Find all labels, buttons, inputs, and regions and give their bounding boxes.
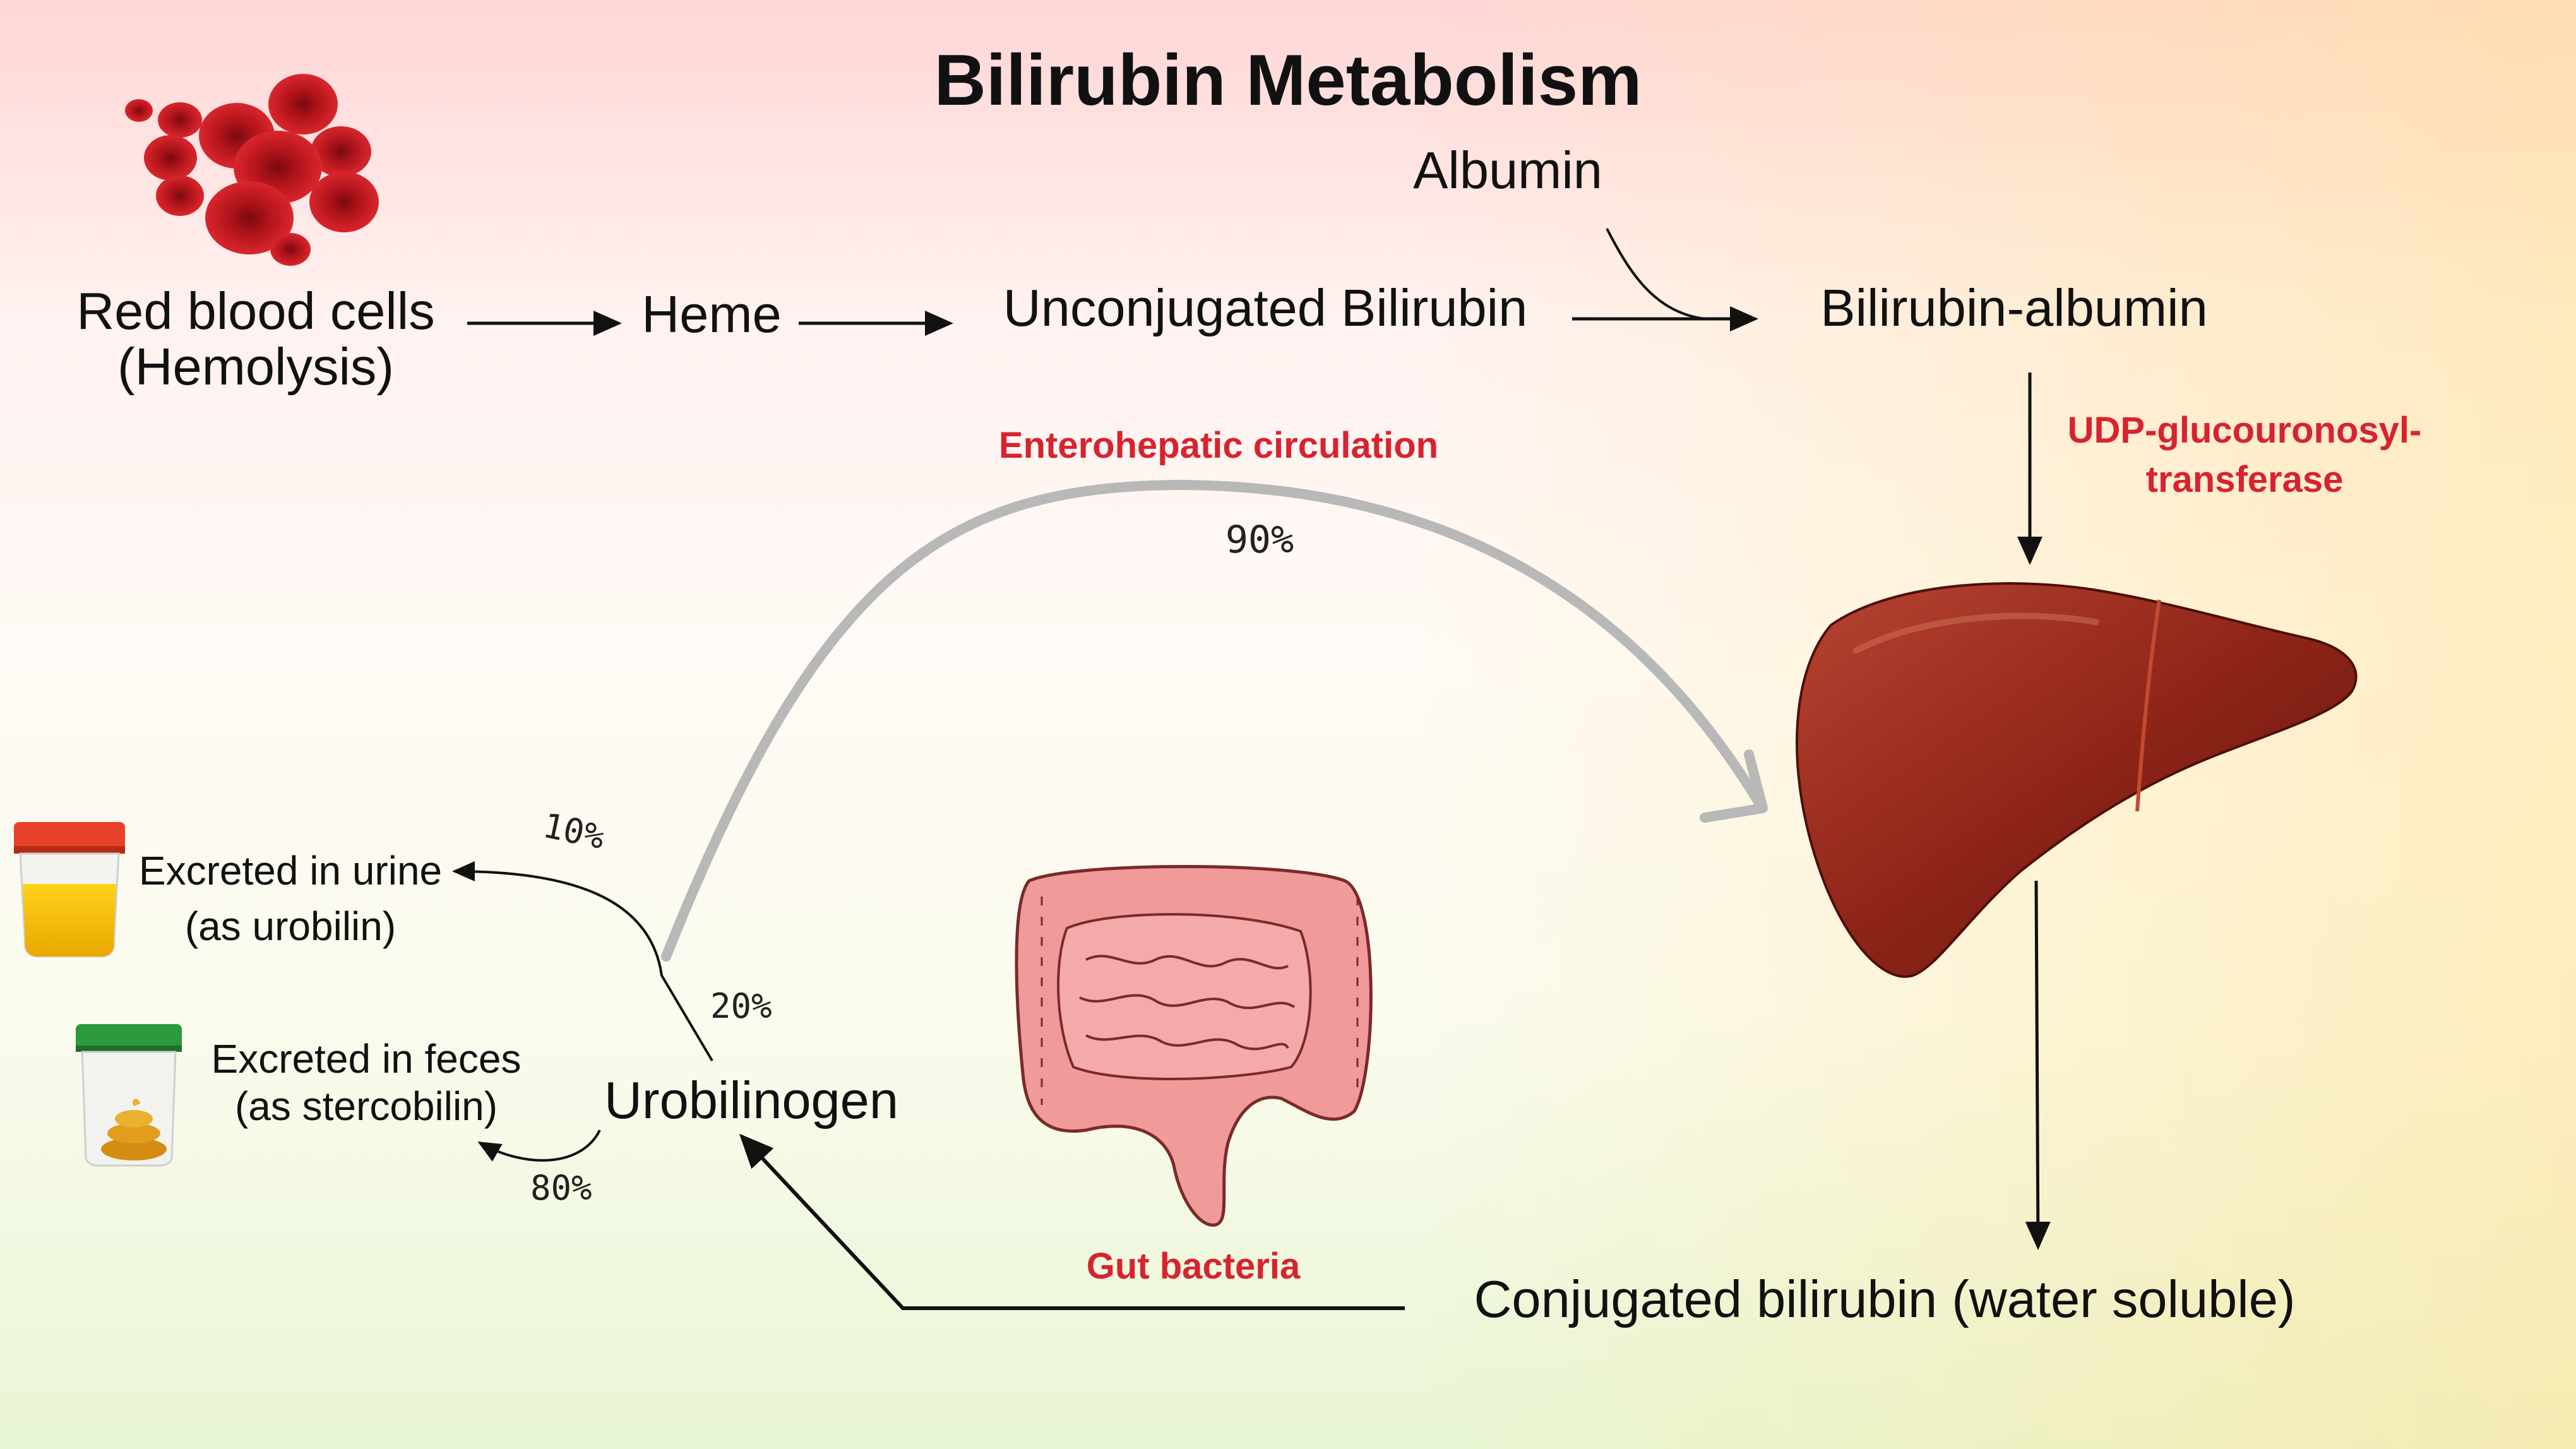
kidney-split-percent: 20% [710, 986, 772, 1026]
diagram-title: Bilirubin Metabolism [934, 40, 1642, 121]
urine-excretion-label: Excreted in urine [138, 848, 443, 893]
red-blood-cells-icon [125, 74, 379, 266]
arrow-conjugated-to-urobilinogen [739, 1133, 1405, 1310]
urine-cup-icon [14, 822, 125, 958]
urobilinogen-label: Urobilinogen [604, 1071, 899, 1130]
enzyme-label-line1: UDP-glucouronosyl- [2067, 410, 2422, 451]
conjugated-bilirubin-label: Conjugated bilirubin (water soluble) [1474, 1270, 2296, 1328]
unconjugated-bilirubin-label: Unconjugated Bilirubin [1003, 278, 1528, 337]
gut-bacteria-label: Gut bacteria [1086, 1246, 1301, 1287]
feces-percent: 80% [530, 1168, 592, 1208]
urobilin-label: (as urobilin) [184, 903, 397, 949]
stool-container-icon [76, 1024, 182, 1167]
enterohepatic-label: Enterohepatic circulation [998, 425, 1439, 466]
intestine-icon [1015, 865, 1373, 1227]
enterohepatic-percent: 90% [1225, 518, 1294, 562]
arrow-albumin-join [1606, 228, 1705, 320]
heme-label: Heme [641, 285, 782, 343]
enzyme-label-line2: transferase [2145, 459, 2344, 500]
enterohepatic-arrow [661, 479, 1768, 962]
arrow-urobilinogen-to-urine [452, 861, 713, 1062]
albumin-label: Albumin [1413, 141, 1602, 200]
rbc-label: Red blood cells [76, 282, 435, 340]
feces-excretion-label: Excreted in feces [211, 1036, 522, 1082]
arrow-urobilinogen-to-feces [477, 1130, 601, 1162]
arrow-liver-to-conjugated [2025, 880, 2051, 1250]
bilirubin-albumin-label: Bilirubin-albumin [1820, 278, 2208, 337]
stercobilin-label: (as stercobilin) [234, 1083, 498, 1129]
liver-icon [1796, 582, 2358, 978]
hemolysis-label: (Hemolysis) [117, 337, 395, 396]
